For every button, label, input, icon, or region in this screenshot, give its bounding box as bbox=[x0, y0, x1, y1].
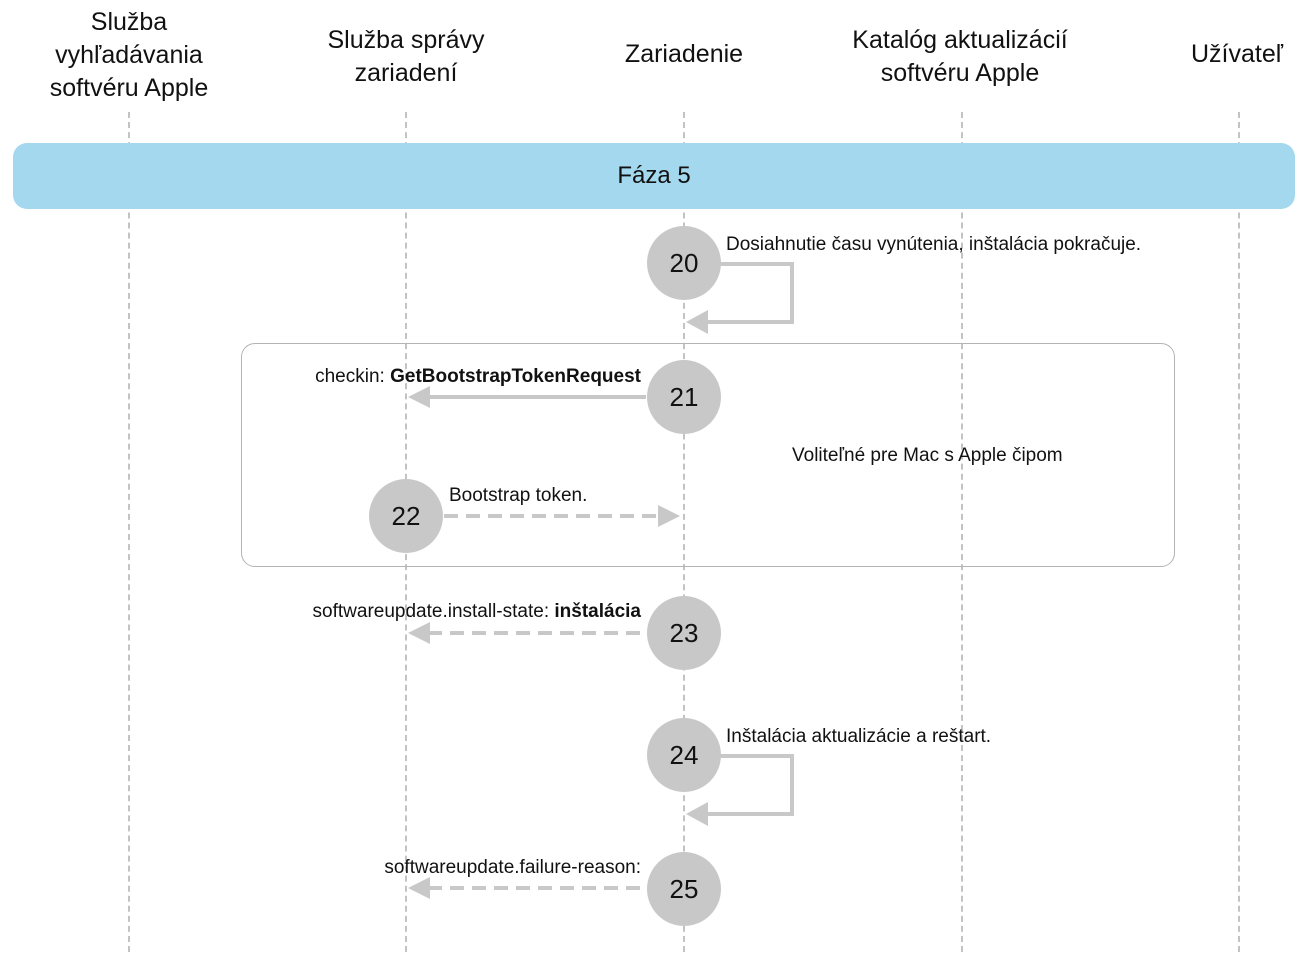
step-20-arrowhead bbox=[686, 310, 708, 334]
step-25-label: softwareupdate.failure-reason: bbox=[384, 857, 641, 878]
step-21-arrowhead bbox=[408, 386, 430, 408]
step-20-self-arrow bbox=[700, 262, 794, 324]
step-25-arrowhead bbox=[408, 877, 430, 899]
step-23-circle: 23 bbox=[647, 596, 721, 670]
step-20-label: Dosiahnutie času vynútenia, inštalácia p… bbox=[726, 234, 1142, 255]
lane-title-user: Užívateľ bbox=[1190, 40, 1284, 68]
step-21-label-strong: GetBootstrapTokenRequest bbox=[390, 366, 641, 387]
step-22-arrowhead bbox=[658, 505, 680, 527]
step-23-label-strong: inštalácia bbox=[554, 601, 641, 622]
lane-title-device: Zariadenie bbox=[624, 40, 744, 68]
lifeline-device bbox=[683, 112, 685, 952]
step-25-circle: 25 bbox=[647, 852, 721, 926]
step-23-label: softwareupdate.install-state: inštalácia bbox=[313, 600, 641, 624]
step-24-label: Inštalácia aktualizácie a reštart. bbox=[726, 726, 992, 747]
optional-box bbox=[241, 343, 1175, 567]
step-20-number: 20 bbox=[669, 247, 699, 278]
step-24-number: 24 bbox=[669, 739, 699, 770]
step-23-number: 23 bbox=[669, 617, 699, 648]
step-21-number: 21 bbox=[669, 381, 699, 412]
step-23-label-prefix: softwareupdate.install-state: bbox=[312, 601, 555, 622]
step-21-label-prefix: checkin: bbox=[315, 366, 391, 387]
phase-bar: Fáza 5 bbox=[13, 143, 1295, 209]
lifeline-apple-lookup-service bbox=[128, 112, 130, 952]
phase-label: Fáza 5 bbox=[617, 162, 691, 189]
step-21-label: checkin: GetBootstrapTokenRequest bbox=[315, 365, 641, 389]
step-24-circle: 24 bbox=[647, 718, 721, 792]
step-24-self-arrow bbox=[700, 754, 794, 816]
step-22-label: Bootstrap token. bbox=[449, 485, 588, 506]
lane-title-apple-update-catalog: Katalóg aktualizácií softvéru Apple bbox=[852, 26, 1068, 87]
optional-box-label: Voliteľné pre Mac s Apple čipom bbox=[792, 445, 1063, 466]
step-23-arrowhead bbox=[408, 622, 430, 644]
step-25-number: 25 bbox=[669, 873, 699, 904]
step-22-number: 22 bbox=[391, 500, 421, 531]
step-24-arrowhead bbox=[686, 802, 708, 826]
step-21-circle: 21 bbox=[647, 360, 721, 434]
lifeline-apple-update-catalog bbox=[961, 112, 963, 952]
step-22-circle: 22 bbox=[369, 479, 443, 553]
lifeline-user bbox=[1238, 112, 1240, 952]
lane-title-device-management-service: Služba správy zariadení bbox=[327, 26, 485, 87]
step-20-circle: 20 bbox=[647, 226, 721, 300]
lane-title-apple-lookup-service: Služba vyhľadávania softvéru Apple bbox=[49, 8, 209, 102]
